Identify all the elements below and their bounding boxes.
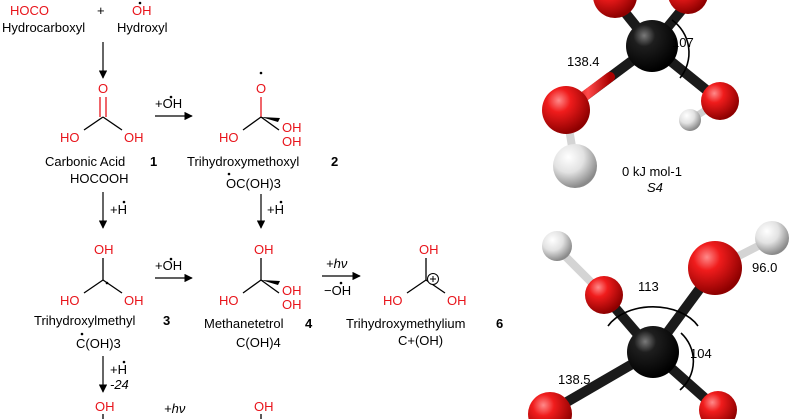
label-h-add-3: +H <box>110 362 127 377</box>
compound-2-name: Trihydroxymethoxyl <box>187 154 299 169</box>
svg-text:OH: OH <box>254 242 274 257</box>
compound-4-formula: C(OH)4 <box>236 335 281 350</box>
energy-label: 0 kJ mol-1 <box>622 164 682 179</box>
angle-label-top-2: 113 <box>638 279 659 294</box>
svg-text:O: O <box>256 81 266 96</box>
label-minus-oh: −OH <box>324 283 351 298</box>
angle-label-right: 104 <box>690 346 712 361</box>
svg-text:HO: HO <box>219 293 239 308</box>
compound-6-name: Trihydroxymethylium <box>346 316 465 331</box>
compound-3-name: Trihydroxylmethyl <box>34 313 135 328</box>
label-energy: -24 <box>110 377 129 392</box>
svg-text:OH: OH <box>282 297 302 312</box>
svg-text:OH: OH <box>419 242 439 257</box>
svg-text:OH: OH <box>254 399 274 414</box>
bond-length-top: 138.4 <box>567 54 600 69</box>
bond-length-bottom: 138.5 <box>558 372 591 387</box>
compound-6-formula: C+(OH) <box>398 333 443 348</box>
compound-3-formula: C(OH)3 <box>76 336 121 351</box>
molecule-3d-s4 <box>542 0 739 188</box>
svg-text:HO: HO <box>60 293 80 308</box>
atom-o: O <box>98 81 108 96</box>
compound-1-name: Carbonic Acid <box>45 154 125 169</box>
compound-2-formula: OC(OH)3 <box>226 176 281 191</box>
label-oh-add-2: +OH <box>155 258 182 273</box>
reactant-oh: OH <box>132 3 152 18</box>
compound-4-number: 4 <box>305 316 313 331</box>
reactant-hoco-name: Hydrocarboxyl <box>2 20 85 35</box>
compound-4-name: Methanetetrol <box>204 316 284 331</box>
svg-text:OH: OH <box>282 134 302 149</box>
svg-text:OH: OH <box>124 293 144 308</box>
compound-1-number: 1 <box>150 154 157 169</box>
atom-oh: OH <box>124 130 144 145</box>
label-oh-add-1: +OH <box>155 96 182 111</box>
reactant-hoco: HOCO <box>10 3 49 18</box>
structure-trihydroxymethoxyl: O HO OH OH <box>219 71 302 149</box>
label-h-add-2: +H <box>267 202 284 217</box>
svg-text:OH: OH <box>282 120 302 135</box>
symmetry-label: S4 <box>647 180 663 195</box>
plus-sign: + <box>97 3 105 18</box>
structure-carbonic-acid: O HO OH <box>60 81 144 145</box>
compound-3-number: 3 <box>163 313 170 328</box>
angle-label-top: 107 <box>672 35 694 50</box>
label-h-add-1: +H <box>110 202 127 217</box>
svg-text:HO: HO <box>219 130 239 145</box>
label-hv-bottom: +hν <box>164 401 186 416</box>
compound-6-number: 6 <box>496 316 503 331</box>
svg-text:OH: OH <box>94 242 114 257</box>
structure-trihydroxylmethyl: OH HO OH <box>60 242 144 308</box>
radical-dot <box>138 1 142 5</box>
structure-trihydroxymethylium: OH HO OH <box>383 242 467 308</box>
svg-text:OH: OH <box>95 399 115 414</box>
atom-ho: HO <box>60 130 80 145</box>
compound-2-number: 2 <box>331 154 338 169</box>
reactant-oh-name: Hydroxyl <box>117 20 168 35</box>
oh-length-label: 96.0 <box>752 260 777 275</box>
compound-1-formula: HOCOOH <box>70 171 129 186</box>
svg-text:OH: OH <box>282 283 302 298</box>
svg-text:HO: HO <box>383 293 403 308</box>
molecule-3d-bottom <box>528 221 789 419</box>
svg-text:OH: OH <box>447 293 467 308</box>
label-hv: +hν <box>326 256 348 271</box>
structure-methanetetrol: OH HO OH OH <box>219 242 302 312</box>
